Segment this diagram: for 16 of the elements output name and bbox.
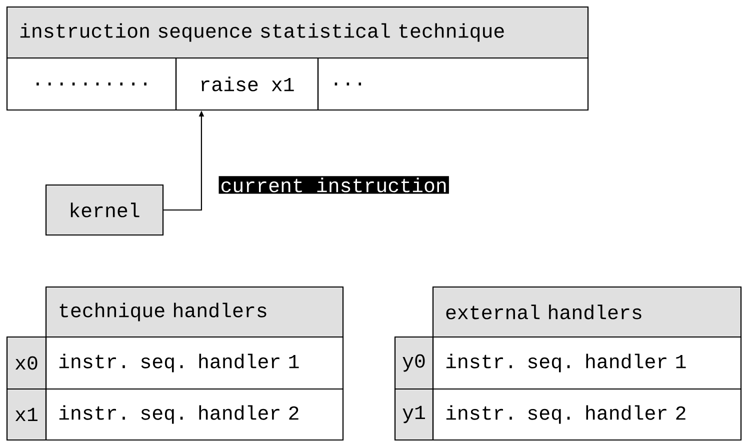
header-cell: technique handlers <box>45 286 344 338</box>
index-cell: y0 <box>394 336 434 390</box>
table-cell: instr. seq. handler 2 <box>432 388 742 441</box>
table-cell: instr. seq. handler 1 <box>432 336 742 390</box>
process-box: kernel <box>45 184 164 236</box>
table-cell: instr. seq. handler 2 <box>45 388 344 441</box>
table-cell: raise x1 <box>175 57 319 111</box>
header-cell: instruction sequence statistical technique <box>6 6 589 59</box>
header-cell: external handlers <box>432 286 742 338</box>
table-cell: ... <box>317 57 589 111</box>
edge-label: current instruction <box>218 176 449 194</box>
index-cell: x1 <box>6 388 47 441</box>
index-cell: x0 <box>6 336 47 390</box>
index-cell: y1 <box>394 388 434 441</box>
table-cell: instr. seq. handler 1 <box>45 336 344 390</box>
table-cell: .......... <box>6 57 177 111</box>
